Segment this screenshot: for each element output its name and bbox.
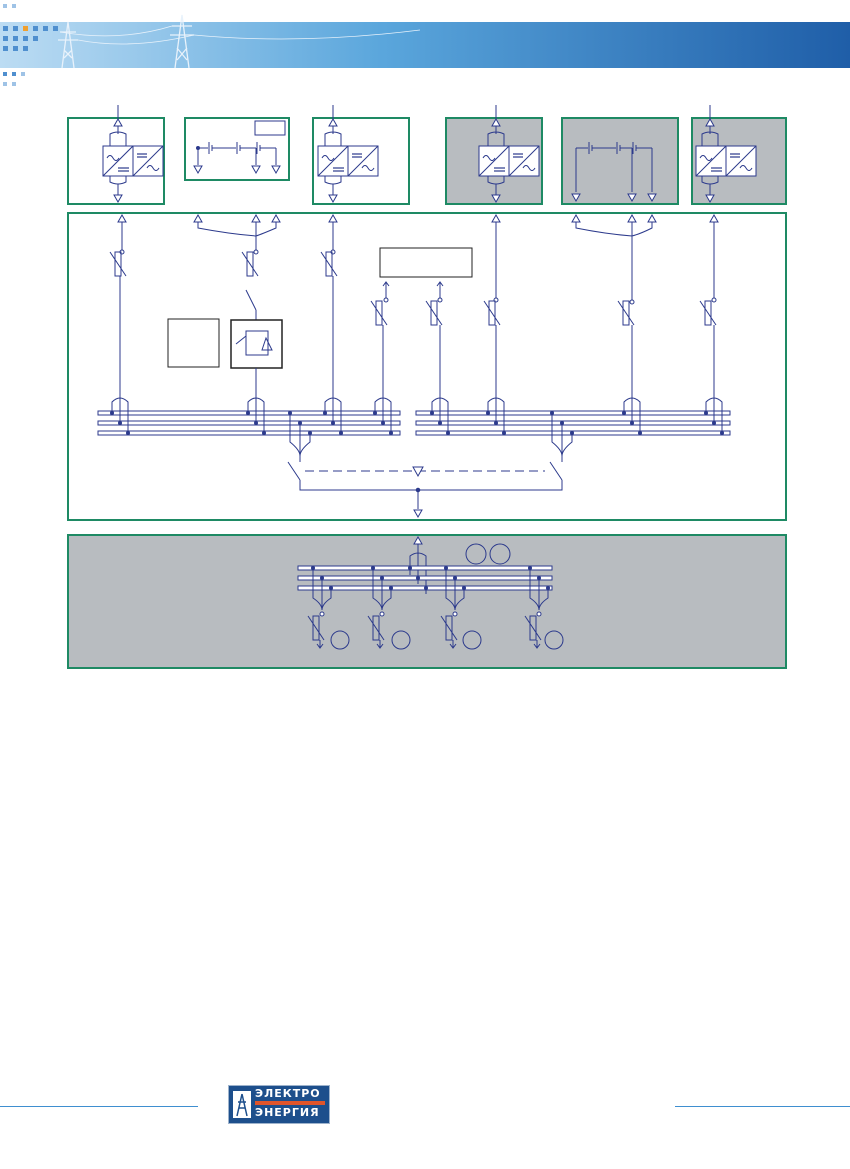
footer: ЭЛЕКТРО ЭНЕРГИЯ (0, 1080, 850, 1140)
power-line-tower-icon (58, 14, 421, 69)
ups-panel-1 (67, 105, 165, 205)
ups-panel-2 (312, 105, 410, 205)
main-switchboard-panel (67, 212, 787, 521)
battery-panel-1 (184, 117, 290, 181)
logo-line1: ЭЛЕКТРО (255, 1087, 321, 1100)
ups-panel-4 (691, 105, 787, 205)
battery-panel-2 (561, 117, 679, 205)
dot-grid-decoration (3, 4, 58, 86)
logo-accent-strip (255, 1101, 325, 1105)
outgoing-feeders (312, 568, 549, 611)
ups-panel-3 (445, 105, 543, 205)
footer-rule-left (0, 1106, 198, 1107)
bus-taps (111, 397, 723, 457)
distribution-panel (67, 534, 787, 669)
electro-energy-logo-icon: ЭЛЕКТРО ЭНЕРГИЯ (228, 1085, 330, 1124)
header-banner (0, 4, 850, 86)
logo-line2: ЭНЕРГИЯ (255, 1106, 320, 1119)
bus-tie-interlock (287, 456, 563, 518)
single-line-diagram (67, 105, 787, 669)
footer-rule-right (675, 1106, 850, 1107)
